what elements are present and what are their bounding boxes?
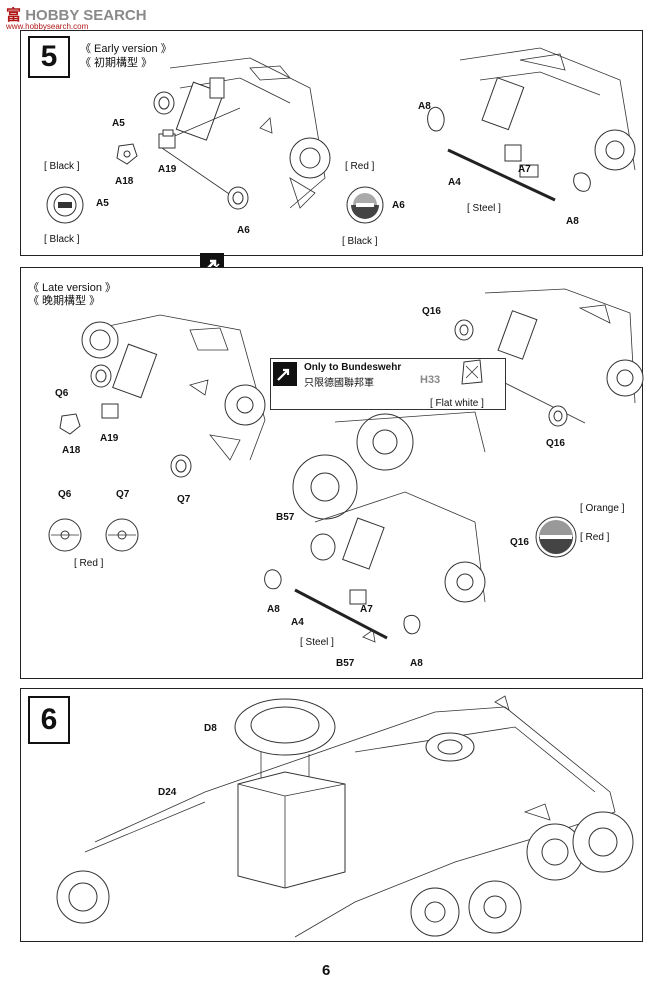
step6-label-d24: D24 (158, 787, 177, 798)
q16-color-red: [ Red ] (580, 532, 610, 543)
late-label-a18: A18 (62, 445, 81, 456)
early-label-a5: A5 (112, 118, 125, 129)
wheel-q6-disc (48, 518, 82, 552)
color-red-top: [ Red ] (345, 161, 375, 172)
late-label-q6: Q6 (55, 388, 69, 399)
color-disc-a5 (46, 186, 84, 224)
wheel-color-red: [ Red ] (74, 558, 104, 569)
q16-color-disc (535, 516, 577, 558)
wheel-q7-disc (105, 518, 139, 552)
early-part-a18-drawing (116, 143, 138, 165)
color-black-bottom-right: [ Black ] (342, 236, 378, 247)
wheel-q7-label: Q7 (116, 489, 130, 500)
step5-early-panel (20, 30, 643, 256)
step6-label-d8: D8 (204, 723, 217, 734)
early-version-title-en: 《 Early version 》 (80, 43, 172, 55)
late-lower-hull-drawing (264, 411, 486, 643)
early-part-a5-drawing (153, 91, 175, 115)
early-left-hull-drawing (161, 57, 331, 209)
step6-hull-drawing (56, 695, 634, 938)
late-label-q7: Q7 (177, 494, 191, 505)
color-black-bottom: [ Black ] (44, 234, 80, 245)
late-part-q6-drawing (90, 364, 112, 388)
step-number-6: 6 (28, 696, 70, 744)
early-label-a4: A4 (448, 177, 461, 188)
watermark-brand-b: HOBBY SEARCH (25, 7, 147, 24)
color-disc-a5-label: A5 (96, 198, 109, 209)
watermark-brand-a: 富 (6, 7, 22, 24)
early-version-title-cn: 《 初期構型 》 (80, 57, 153, 69)
early-label-a8-left: A8 (418, 101, 431, 112)
early-steel-label: [ Steel ] (467, 203, 501, 214)
late-label-q16-top: Q16 (422, 306, 441, 317)
q16-disc-label: Q16 (510, 537, 529, 548)
late-label-q16-right: Q16 (546, 438, 565, 449)
late-part-a18-drawing (59, 413, 81, 435)
late-version-title-en: 《 Late version 》 (28, 282, 117, 294)
late-right-top-hull-drawing (484, 288, 644, 424)
late-version-title-cn: 《 晚期構型 》 (28, 295, 101, 307)
step-number-5: 5 (28, 36, 70, 78)
late-label-a8-left: A8 (267, 604, 280, 615)
bundeswehr-part-h33: H33 (420, 374, 441, 386)
bundeswehr-title-en: Only to Bundeswehr (304, 362, 402, 373)
early-label-a8-right: A8 (566, 216, 579, 227)
bundeswehr-color-flat-white: [ Flat white ] (430, 398, 484, 409)
early-label-a7: A7 (518, 164, 531, 175)
late-label-a7: A7 (360, 604, 373, 615)
color-disc-a6-label: A6 (392, 200, 405, 211)
watermark-site: www.hobbysearch.com (6, 22, 89, 31)
wheel-q6-label: Q6 (58, 489, 72, 500)
early-part-a19-drawing (158, 129, 176, 149)
late-label-a8-right: A8 (410, 658, 423, 669)
bundeswehr-arrow-icon (273, 362, 297, 386)
color-disc-a6 (346, 186, 384, 224)
bundeswehr-title-cn: 只限德國聯邦軍 (304, 378, 374, 389)
late-steel-label: [ Steel ] (300, 637, 334, 648)
early-label-a18: A18 (115, 176, 134, 187)
q16-color-orange: [ Orange ] (580, 503, 625, 514)
late-part-a19-drawing (101, 403, 119, 419)
color-black-top: [ Black ] (44, 161, 80, 172)
page-number: 6 (322, 962, 331, 979)
watermark-logo: 富 HOBBY SEARCH (6, 4, 147, 25)
early-part-a6-drawing (227, 186, 249, 210)
bundeswehr-part-drawing (461, 359, 483, 385)
late-left-hull-drawing (81, 314, 266, 461)
late-label-a19: A19 (100, 433, 119, 444)
late-label-b57-top: B57 (276, 512, 295, 523)
late-part-q16-top (454, 319, 474, 341)
early-right-hull-drawing (427, 47, 636, 202)
early-label-a6: A6 (237, 225, 250, 236)
late-part-q7-drawing (170, 454, 192, 478)
late-label-a4: A4 (291, 617, 304, 628)
early-label-a19: A19 (158, 164, 177, 175)
late-part-q16-right (548, 405, 568, 427)
late-label-b57-bottom: B57 (336, 658, 355, 669)
